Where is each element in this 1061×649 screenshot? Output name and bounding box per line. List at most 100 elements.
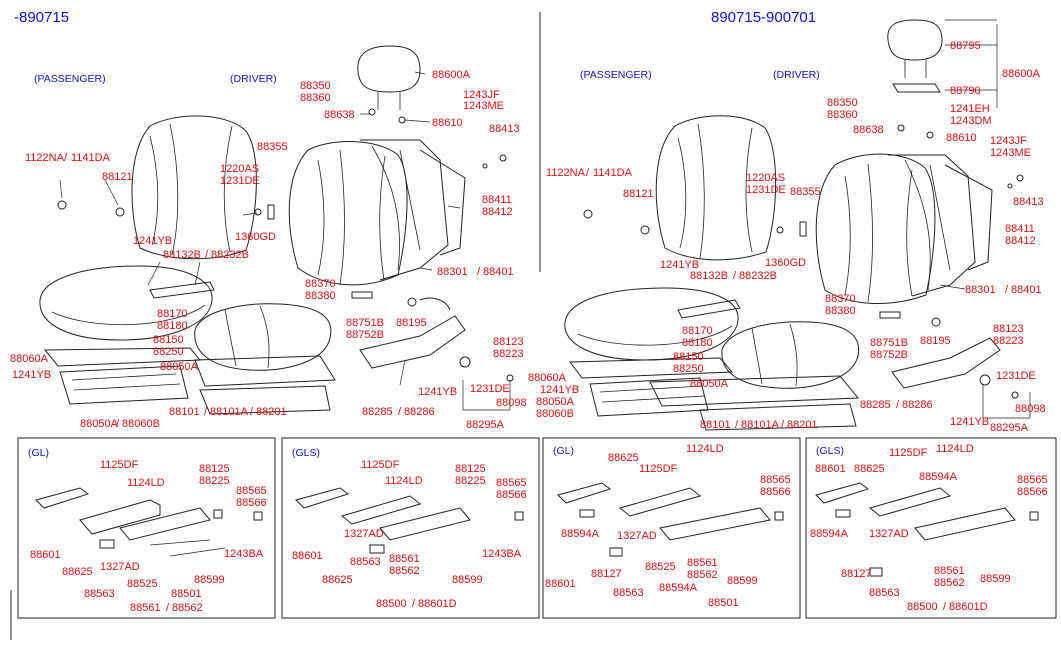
part-1243ME: 1243ME: [463, 100, 504, 112]
part-88050A-b: 88050A: [690, 378, 729, 390]
b1-1124LD: 1124LD: [127, 477, 165, 489]
svg-text:/: /: [733, 270, 737, 282]
trim-gl-1: (GL): [28, 447, 49, 459]
b2-1243BA: 1243BA: [482, 548, 522, 560]
part-1241YB: 1241YB: [133, 235, 172, 247]
svg-text:/: /: [205, 249, 209, 261]
part-88413: 88413: [489, 123, 520, 135]
b1-88566: 88566: [236, 497, 267, 509]
part-88060A: 88060A: [10, 353, 49, 365]
part-88180: 88180: [157, 320, 188, 332]
b4-88625: 88625: [854, 463, 885, 475]
part-88610: 88610: [432, 117, 463, 129]
part-88101: 88101: [700, 419, 731, 431]
b1-1125DF: 1125DF: [100, 459, 139, 471]
b1-88561: 88561: [130, 602, 161, 614]
b3-88594A-b: 88594A: [659, 582, 698, 594]
b3-88565: 88565: [760, 474, 791, 486]
b4-1124LD: 1124LD: [936, 443, 974, 455]
svg-text:/: /: [204, 406, 208, 418]
part-88360: 88360: [827, 109, 858, 121]
b3-88501: 88501: [708, 597, 739, 609]
part-88050A: 88050A: [536, 396, 575, 408]
part-1231DE: 1231DE: [220, 175, 260, 187]
box1-labels: 1125DF 1124LD 88125 88225 88565 88566 88…: [30, 459, 267, 614]
b3-88601: 88601: [545, 578, 576, 590]
part-88150: 88150: [153, 334, 184, 346]
part-1231DE-b: 1231DE: [996, 370, 1036, 382]
part-88380: 88380: [305, 290, 336, 302]
b3-1125DF: 1125DF: [639, 463, 678, 475]
part-88195: 88195: [396, 317, 427, 329]
b1-1243BA: 1243BA: [224, 548, 264, 560]
b2-1125DF: 1125DF: [361, 459, 400, 471]
b2-88125: 88125: [455, 463, 486, 475]
part-88411: 88411: [482, 194, 512, 206]
box-gls-right: [805, 437, 1057, 619]
part-88121: 88121: [102, 171, 133, 183]
b2-88500: 88500: [376, 598, 407, 610]
part-88101: 88101: [169, 406, 200, 418]
part-88121: 88121: [623, 188, 654, 200]
part-1122NA: 1122NA: [25, 152, 65, 164]
part-88355: 88355: [790, 186, 821, 198]
leader-lines: [59, 19, 1031, 419]
part-88180: 88180: [682, 337, 713, 349]
b3-88127: 88127: [591, 568, 622, 580]
box4-labels: 1124LD 88601 88625 1125DF 88594A 88565 8…: [810, 443, 1048, 613]
b3-88525: 88525: [645, 561, 676, 573]
b4-88500: 88500: [907, 601, 938, 613]
box3-labels: 1124LD 88625 1125DF 88565 88566 88594A 1…: [545, 443, 791, 609]
part-88101A: 88101A: [741, 419, 780, 431]
b2-88599: 88599: [452, 574, 483, 586]
part-1360GD: 1360GD: [765, 257, 806, 269]
b1-1327AD: 1327AD: [100, 561, 140, 573]
part-1231DE: 1231DE: [746, 184, 786, 196]
b4-88563: 88563: [869, 587, 900, 599]
part-1243JF: 1243JF: [463, 89, 500, 101]
part-88350: 88350: [300, 80, 331, 92]
part-88411: 88411: [1005, 223, 1035, 235]
part-88101A: 88101A: [210, 406, 249, 418]
part-88295A: 88295A: [466, 419, 505, 431]
b4-88599: 88599: [980, 573, 1011, 585]
label-passenger-right: (PASSENGER): [580, 69, 652, 81]
part-88401: 88401: [1011, 284, 1042, 296]
trim-gl-2: (GL): [553, 445, 574, 457]
label-passenger-left: (PASSENGER): [34, 73, 106, 85]
left-seat-drawing: [39, 45, 514, 415]
part-88285: 88285: [362, 406, 393, 418]
part-88401: 88401: [483, 266, 514, 278]
part-88232B: 88232B: [739, 270, 777, 282]
part-88060B: 88060B: [122, 418, 160, 430]
b1-88599: 88599: [194, 574, 225, 586]
part-88752B: 88752B: [346, 329, 384, 341]
b1-88625: 88625: [62, 566, 93, 578]
trim-gls-1: (GLS): [292, 447, 320, 459]
part-88060B: 88060B: [536, 408, 574, 420]
b4-1327AD: 1327AD: [869, 528, 909, 540]
part-88170: 88170: [682, 325, 713, 337]
b1-88601: 88601: [30, 549, 61, 561]
label-driver-left: (DRIVER): [230, 73, 277, 85]
part-88232B: 88232B: [211, 249, 249, 261]
part-88195: 88195: [920, 335, 951, 347]
b1-88225: 88225: [199, 475, 230, 487]
part-88123: 88123: [993, 323, 1024, 335]
b3-88562: 88562: [687, 569, 718, 581]
b4-1125DF: 1125DF: [889, 447, 928, 459]
b4-88594A-b: 88594A: [810, 528, 849, 540]
part-88201: 88201: [787, 419, 818, 431]
svg-text:/: /: [586, 167, 590, 179]
part-88123: 88123: [493, 336, 524, 348]
b4-88565: 88565: [1017, 474, 1048, 486]
part-1220AS: 1220AS: [220, 163, 259, 175]
box-drawings: [35, 482, 1039, 577]
svg-text:/: /: [477, 266, 481, 278]
part-1241YB-c: 1241YB: [950, 416, 989, 428]
part-88285: 88285: [860, 399, 891, 411]
svg-text:/: /: [116, 418, 120, 430]
b1-88562: 88562: [172, 602, 203, 614]
part-1241YB-b: 1241YB: [540, 384, 579, 396]
